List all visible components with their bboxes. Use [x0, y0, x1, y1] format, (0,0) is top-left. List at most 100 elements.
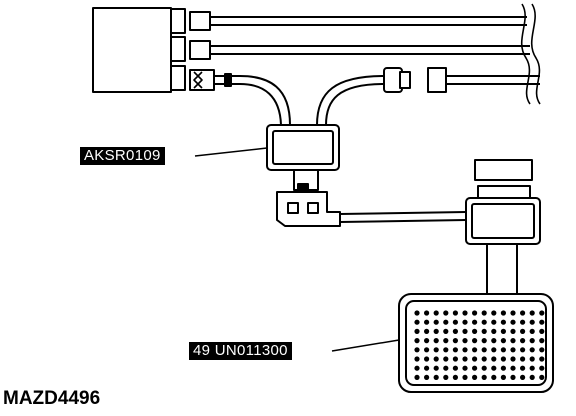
- pin-hole: [452, 365, 458, 371]
- pin-hole: [520, 338, 526, 344]
- pin-hole: [452, 338, 458, 344]
- pin-hole: [529, 365, 535, 371]
- pin-hole: [472, 356, 478, 362]
- pin-hole: [462, 374, 468, 380]
- connector-cap: [474, 159, 533, 181]
- pin-hole: [414, 319, 420, 325]
- pin-hole: [539, 347, 545, 353]
- pin-hole: [424, 374, 430, 380]
- plug-top: [189, 11, 211, 31]
- pin-hole: [433, 347, 439, 353]
- pin-hole: [452, 374, 458, 380]
- pin-hole: [443, 347, 449, 353]
- pin-hole: [462, 328, 468, 334]
- pin-hole: [491, 347, 497, 353]
- pin-hole: [472, 365, 478, 371]
- pin-hole: [481, 365, 487, 371]
- pin-hole: [510, 338, 516, 344]
- pin-hole: [539, 338, 545, 344]
- pin-hole: [491, 310, 497, 316]
- pin-hole: [414, 365, 420, 371]
- breakout-pin-grid: [414, 310, 545, 380]
- pin-hole: [443, 356, 449, 362]
- pin-hole: [500, 338, 506, 344]
- pin-hole: [462, 356, 468, 362]
- pin-hole: [529, 374, 535, 380]
- pin-hole: [424, 347, 430, 353]
- plug-middle: [189, 40, 211, 60]
- pin-hole: [500, 328, 506, 334]
- pin-hole: [491, 356, 497, 362]
- pin-hole: [433, 319, 439, 325]
- pin-hole: [529, 319, 535, 325]
- pin-hole: [472, 338, 478, 344]
- pin-hole: [452, 310, 458, 316]
- pin-hole: [520, 347, 526, 353]
- pin-hole: [510, 319, 516, 325]
- pin-hole: [462, 319, 468, 325]
- pin-hole: [462, 347, 468, 353]
- pin-hole: [472, 347, 478, 353]
- pin-hole: [481, 310, 487, 316]
- pin-hole: [462, 365, 468, 371]
- pin-hole: [520, 374, 526, 380]
- pin-hole: [539, 356, 545, 362]
- pin-hole: [424, 338, 430, 344]
- callout-harness-part: 49 UN011300: [189, 342, 292, 360]
- pin-hole: [491, 365, 497, 371]
- pin-hole: [433, 374, 439, 380]
- pin-hole: [424, 328, 430, 334]
- pin-hole: [424, 365, 430, 371]
- pin-hole: [472, 310, 478, 316]
- pin-hole: [500, 319, 506, 325]
- control-module: [92, 7, 172, 93]
- pin-hole: [452, 319, 458, 325]
- pin-hole: [481, 347, 487, 353]
- pin-hole: [414, 338, 420, 344]
- pin-hole: [500, 347, 506, 353]
- pin-hole: [491, 319, 497, 325]
- pin-hole: [539, 310, 545, 316]
- pin-hole: [472, 374, 478, 380]
- pin-hole: [481, 374, 487, 380]
- pin-hole: [510, 365, 516, 371]
- plug-breakout-collar: [224, 73, 232, 87]
- pin-hole: [529, 356, 535, 362]
- pin-hole: [529, 310, 535, 316]
- pin-hole: [500, 365, 506, 371]
- pin-hole: [472, 328, 478, 334]
- pin-hole: [462, 310, 468, 316]
- pin-hole: [433, 328, 439, 334]
- pin-hole: [510, 356, 516, 362]
- pin-hole: [481, 338, 487, 344]
- pin-hole: [500, 374, 506, 380]
- figure-id: MAZD4496: [3, 388, 101, 409]
- pin-hole: [462, 338, 468, 344]
- pin-hole: [414, 356, 420, 362]
- pin-hole: [510, 310, 516, 316]
- pin-hole: [443, 310, 449, 316]
- pin-hole: [520, 328, 526, 334]
- callout-adapter-part: AKSR0109: [80, 147, 165, 165]
- pin-hole: [452, 347, 458, 353]
- pin-hole: [491, 328, 497, 334]
- pin-hole: [520, 365, 526, 371]
- module-connector-3: [170, 65, 186, 91]
- pin-hole: [414, 374, 420, 380]
- pin-hole: [491, 374, 497, 380]
- pin-hole: [472, 319, 478, 325]
- pin-hole: [529, 328, 535, 334]
- pin-hole: [481, 356, 487, 362]
- pin-hole: [500, 356, 506, 362]
- pin-hole: [481, 328, 487, 334]
- pin-hole: [443, 338, 449, 344]
- pin-hole: [452, 328, 458, 334]
- pin-hole: [500, 310, 506, 316]
- pin-hole: [491, 338, 497, 344]
- pin-hole: [443, 374, 449, 380]
- pin-hole: [433, 310, 439, 316]
- pin-hole: [424, 319, 430, 325]
- pin-hole: [424, 356, 430, 362]
- pin-hole: [443, 365, 449, 371]
